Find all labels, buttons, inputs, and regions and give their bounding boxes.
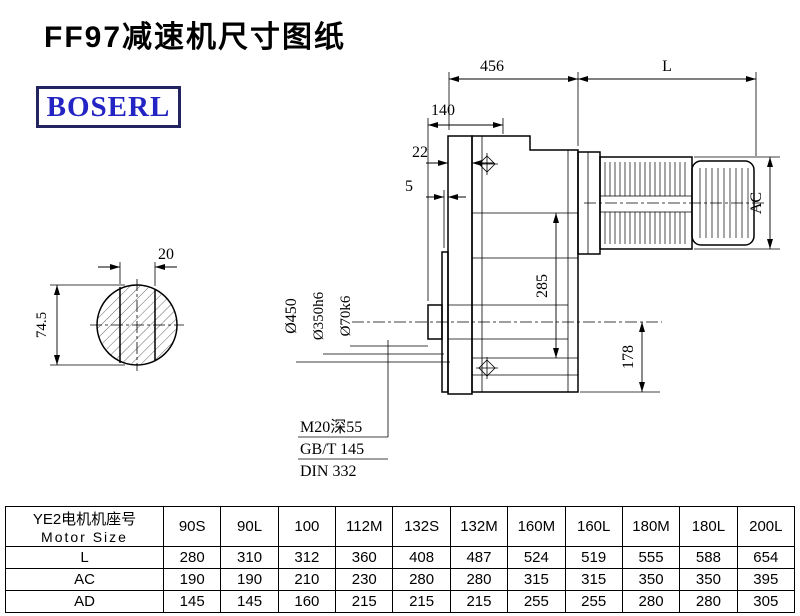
dimension-value: 408 [392, 546, 451, 569]
table-row: AC 190 190 210 230 280 280 315 315 350 3… [5, 568, 796, 591]
gearbox-view [427, 135, 579, 395]
column-header: 90S [162, 506, 222, 547]
dimension-value: 555 [621, 546, 681, 569]
dim-AC-label: AC [748, 192, 765, 214]
bolt-hole-symbol-top [476, 153, 498, 175]
dimension-value: 524 [507, 546, 566, 569]
bolt-hole-symbol-bottom [476, 357, 498, 379]
housing-ribs [472, 212, 578, 376]
dim-178-label: 178 [620, 345, 637, 369]
note-din: DIN 332 [300, 463, 356, 480]
note-tap: M20深55 [300, 418, 362, 436]
note-gbt: GB/T 145 [300, 441, 364, 458]
dimension-value: 487 [449, 546, 509, 569]
row-label: AD [5, 590, 164, 613]
dim-22-label: 22 [412, 144, 428, 161]
column-header: 100 [277, 506, 337, 547]
dimension-value: 215 [449, 590, 509, 613]
boserl-logo: BOSERL [36, 86, 181, 128]
column-header: 112M [335, 506, 394, 547]
motor-dimension-table: YE2电机机座号 Motor Size 90S 90L 100 112M 132… [5, 506, 796, 613]
shaft-bore-lines [448, 304, 568, 340]
dimension-value: 215 [392, 590, 451, 613]
dimension-value: 210 [277, 568, 337, 591]
dimension-value: 350 [621, 568, 681, 591]
dimension-value: 310 [220, 546, 279, 569]
dimension-value: 215 [335, 590, 394, 613]
dimension-value: 350 [679, 568, 738, 591]
dimension-value: 280 [392, 568, 451, 591]
dim-20-label: 20 [158, 246, 174, 263]
column-header: 90L [220, 506, 279, 547]
dimension-value: 588 [679, 546, 738, 569]
dimension-value: 395 [736, 568, 796, 591]
dia-70-label: Ø70k6 [338, 295, 354, 336]
dimension-value: 160 [277, 590, 337, 613]
dim-140-label: 140 [431, 102, 455, 119]
diameter-leader-lines [296, 345, 450, 363]
column-header: 180M [621, 506, 681, 547]
dimension-value: 255 [564, 590, 623, 613]
dimension-value: 315 [507, 568, 566, 591]
dimension-value: 145 [220, 590, 279, 613]
dim-L-label: L [662, 58, 672, 75]
dimension-value: 280 [621, 590, 681, 613]
logo-text: BOSERL [46, 90, 171, 123]
dim-5-label: 5 [405, 178, 413, 195]
dimension-value: 230 [335, 568, 394, 591]
motor-fins-upper [604, 162, 686, 196]
table-row: L 280 310 312 360 408 487 524 519 555 58… [5, 546, 796, 569]
dim-74-5-label: 74.5 [34, 312, 50, 338]
dia-450-label: Ø450 [283, 298, 300, 334]
dimension-drawing: 20 74.5 [34, 58, 780, 480]
column-header: 160L [564, 506, 623, 547]
dimension-value: 360 [335, 546, 394, 569]
dimension-value: 519 [564, 546, 623, 569]
dimension-value: 190 [162, 568, 222, 591]
column-header: 132S [392, 506, 451, 547]
page-title: FF97减速机尺寸图纸 [44, 21, 347, 54]
dimensions: 456 L 140 22 5 285 178 [283, 58, 780, 480]
dimension-value: 305 [736, 590, 796, 613]
dimension-value: 312 [277, 546, 337, 569]
dimension-value: 280 [162, 546, 222, 569]
column-header: 160M [507, 506, 566, 547]
table-header-row: YE2电机机座号 Motor Size 90S 90L 100 112M 132… [5, 506, 796, 547]
table-row: AD 145 145 160 215 215 215 255 255 280 2… [5, 590, 796, 613]
dimension-value: 145 [162, 590, 222, 613]
motor-fins-lower [604, 212, 686, 244]
fan-cover [691, 160, 755, 246]
dim-456-label: 456 [480, 58, 504, 75]
dim-285-label: 285 [534, 274, 551, 298]
dimension-value: 654 [736, 546, 796, 569]
dimension-value: 190 [220, 568, 279, 591]
motor-size-header: YE2电机机座号 Motor Size [5, 506, 164, 547]
dimension-value: 255 [507, 590, 566, 613]
column-header: 180L [679, 506, 738, 547]
row-label: AC [5, 568, 164, 591]
dimension-value: 280 [449, 568, 509, 591]
column-header: 200L [736, 506, 796, 547]
dia-350-label: Ø350h6 [311, 291, 327, 340]
row-label: L [5, 546, 164, 569]
output-flange [447, 135, 473, 395]
column-header: 132M [449, 506, 509, 547]
gear-housing [471, 135, 579, 393]
dimension-value: 315 [564, 568, 623, 591]
dimension-value: 280 [679, 590, 738, 613]
shaft-section-view: 20 74.5 [34, 246, 184, 371]
